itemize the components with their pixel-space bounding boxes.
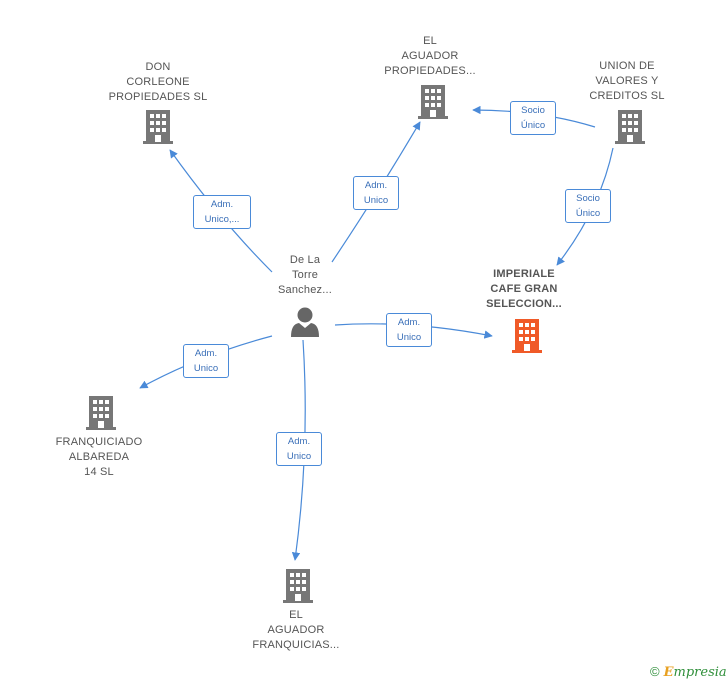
node-label-line: 14 SL	[84, 466, 114, 478]
brand-name: mpresia	[673, 665, 727, 680]
node-label-line: EL	[423, 35, 437, 47]
edge-label-union-to-imperiale[interactable]: Socio Único	[565, 189, 611, 223]
edge-label-to-aguador-propiedades[interactable]: Adm. Unico	[353, 176, 399, 210]
building-icon[interactable]	[86, 396, 116, 430]
brand-footer[interactable]: ©Empresia	[650, 664, 727, 680]
edge-label-line: Unico	[396, 332, 422, 343]
node-label-imperiale[interactable]: IMPERIALE CAFE GRAN SELECCION...	[469, 267, 579, 312]
building-icon[interactable]	[615, 110, 645, 144]
edge-label-line: Socio	[521, 105, 545, 116]
node-label-line: SELECCION...	[486, 298, 562, 310]
node-label-line: Sanchez...	[278, 284, 332, 296]
edge-label-line: Adm.	[194, 348, 218, 359]
node-label-line: UNION DE	[599, 60, 655, 72]
building-icon[interactable]	[283, 569, 313, 603]
edge-label-line: Unico	[193, 363, 219, 374]
edge-label-line: Unico	[363, 195, 389, 206]
edge-label-line: Adm.	[397, 317, 421, 328]
node-label-person[interactable]: De La Torre Sanchez...	[255, 253, 355, 298]
edge-label-line: Socio	[576, 193, 600, 204]
edge-label-line: Unico	[286, 451, 312, 462]
node-label-line: IMPERIALE	[493, 268, 555, 280]
edge-label-to-imperiale[interactable]: Adm. Unico	[386, 313, 432, 347]
edge-label-line: Adm.	[210, 199, 234, 210]
node-label-franquiciado[interactable]: FRANQUICIADO ALBAREDA 14 SL	[44, 435, 154, 480]
building-icon[interactable]	[143, 110, 173, 144]
node-label-line: CORLEONE	[126, 76, 190, 88]
building-icon-highlight[interactable]	[512, 319, 542, 353]
node-label-line: EL	[289, 609, 303, 621]
edge-label-line: Adm.	[287, 436, 311, 447]
building-icon[interactable]	[418, 85, 448, 119]
node-label-line: PROPIEDADES SL	[108, 91, 208, 103]
node-label-aguador-propiedades[interactable]: EL AGUADOR PROPIEDADES...	[370, 34, 490, 79]
brand-logo: Empresia	[664, 665, 727, 680]
edge-label-line: Único	[520, 120, 546, 131]
node-label-line: FRANQUICIAS...	[252, 639, 340, 651]
node-label-aguador-franquicias[interactable]: EL AGUADOR FRANQUICIAS...	[238, 608, 354, 653]
edge-label-union-to-aguador[interactable]: Socio Único	[510, 101, 556, 135]
edge-label-line: Adm.	[364, 180, 388, 191]
edge-label-line: Único	[575, 208, 601, 219]
node-label-line: De La	[289, 254, 321, 266]
edge-label-line: Unico,...	[204, 214, 240, 225]
edge-label-to-don-corleone[interactable]: Adm. Unico,...	[193, 195, 251, 229]
node-label-line: VALORES Y	[595, 75, 659, 87]
node-label-line: ALBAREDA	[68, 451, 130, 463]
node-label-line: PROPIEDADES...	[384, 65, 476, 77]
person-icon[interactable]	[291, 307, 319, 338]
edge-label-to-franquiciado[interactable]: Adm. Unico	[183, 344, 229, 378]
node-label-don-corleone[interactable]: DON CORLEONE PROPIEDADES SL	[98, 60, 218, 105]
node-label-line: DON	[145, 61, 171, 73]
node-label-line: FRANQUICIADO	[55, 436, 143, 448]
edge-label-to-aguador-franquicias[interactable]: Adm. Unico	[276, 432, 322, 466]
node-label-line: AGUADOR	[401, 50, 459, 62]
node-label-union-valores[interactable]: UNION DE VALORES Y CREDITOS SL	[576, 59, 678, 104]
node-label-line: Torre	[291, 269, 319, 281]
node-label-line: CREDITOS SL	[589, 90, 665, 102]
node-label-line: AGUADOR	[267, 624, 325, 636]
copyright-symbol: ©	[650, 664, 660, 679]
brand-initial: E	[663, 665, 674, 680]
node-label-line: CAFE GRAN	[490, 283, 558, 295]
